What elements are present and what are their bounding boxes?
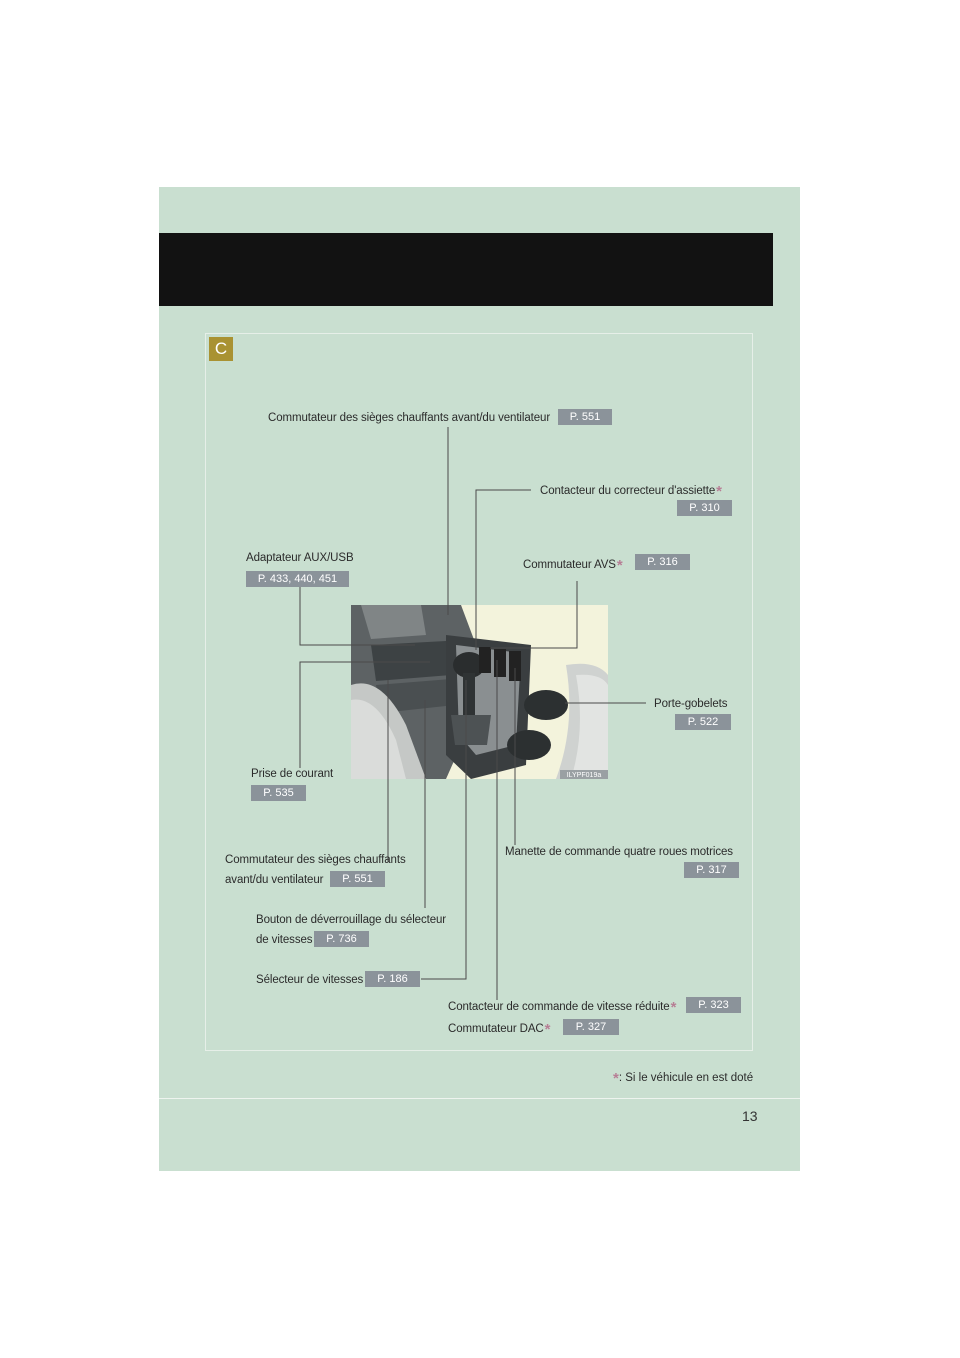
footer-divider <box>159 1098 800 1099</box>
cup-holders-label: Porte-gobelets <box>654 698 728 710</box>
shift-lock-ref[interactable]: P. 736 <box>314 931 369 947</box>
footnote: *: Si le véhicule en est doté <box>613 1070 754 1087</box>
level-switch-ref[interactable]: P. 310 <box>677 500 732 516</box>
heated-seats-bottom-label-2: avant/du ventilateur <box>225 874 324 886</box>
page-number: 13 <box>742 1108 758 1124</box>
console-illustration: ILYPF019a <box>351 605 608 779</box>
four-wd-lever-label: Manette de commande quatre roues motrice… <box>505 846 733 858</box>
shift-lock-label-1: Bouton de déverrouillage du sélecteur <box>256 914 447 926</box>
cup-holders-ref[interactable]: P. 522 <box>675 714 731 730</box>
shift-lever-label: Sélecteur de vitesses <box>256 974 364 986</box>
console-photo: ILYPF019a <box>351 605 608 779</box>
diagram-frame <box>205 333 753 1051</box>
dac-switch-label: Commutateur DAC* <box>448 1021 551 1038</box>
power-outlet-label: Prise de courant <box>251 768 334 780</box>
heated-seats-top-label: Commutateur des sièges chauffants avant/… <box>268 412 551 424</box>
shift-lock-label-2: de vitesses <box>256 934 313 946</box>
heated-seats-bottom-label-1: Commutateur des sièges chauffants <box>225 854 406 866</box>
aux-usb-label: Adaptateur AUX/USB <box>246 552 354 564</box>
section-badge: C <box>209 337 233 361</box>
four-wd-lever-ref[interactable]: P. 317 <box>684 862 739 878</box>
heated-seats-top-ref[interactable]: P. 551 <box>558 409 612 425</box>
photo-code: ILYPF019a <box>567 772 602 779</box>
level-switch-label: Contacteur du correcteur d'assiette* <box>540 483 722 500</box>
avs-switch-ref[interactable]: P. 316 <box>635 554 690 570</box>
dac-switch-ref[interactable]: P. 327 <box>563 1019 619 1035</box>
aux-usb-ref[interactable]: P. 433, 440, 451 <box>246 571 349 587</box>
avs-switch-label: Commutateur AVS* <box>523 557 623 574</box>
shift-lever-ref[interactable]: P. 186 <box>365 971 420 987</box>
low-range-ref[interactable]: P. 323 <box>686 997 741 1013</box>
heated-seats-bottom-ref[interactable]: P. 551 <box>330 871 385 887</box>
header-bar <box>159 233 773 306</box>
power-outlet-ref[interactable]: P. 535 <box>251 785 306 801</box>
low-range-label: Contacteur de commande de vitesse réduit… <box>448 999 677 1016</box>
